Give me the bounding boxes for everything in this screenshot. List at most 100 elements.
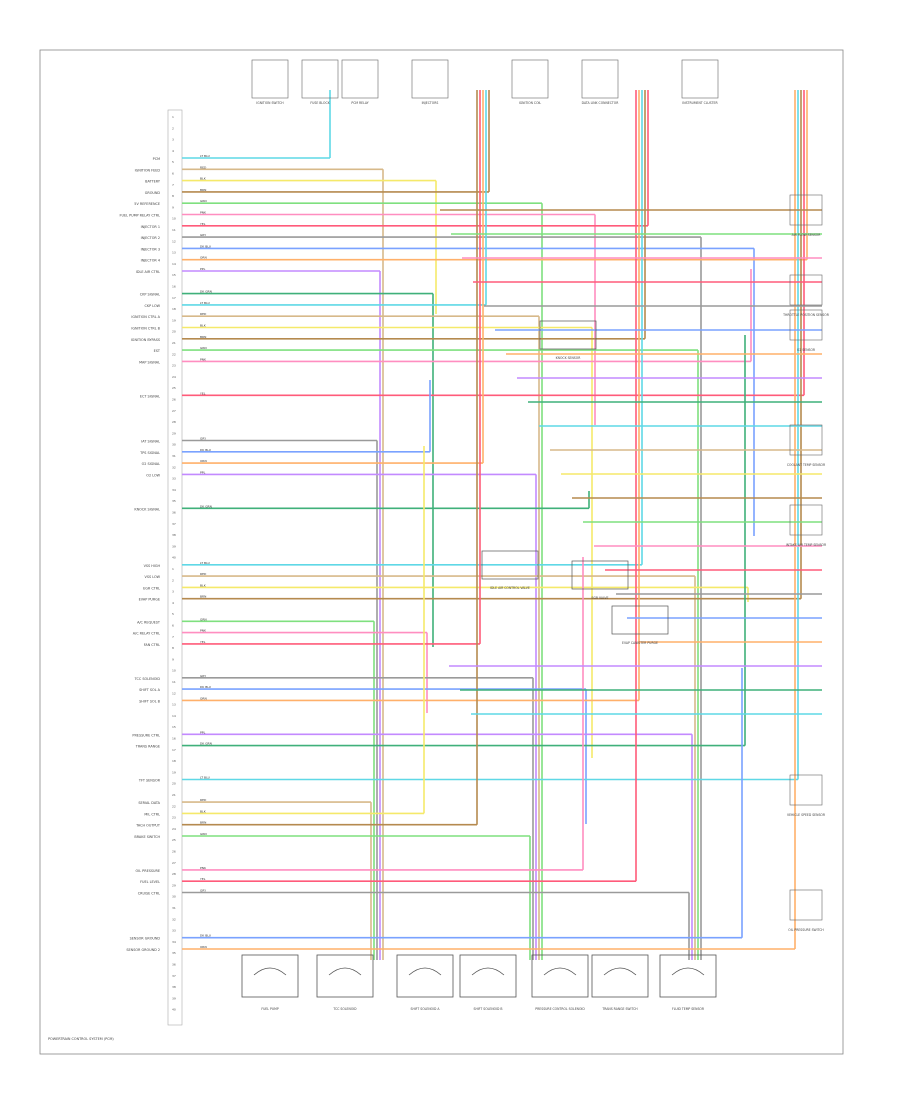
pin-number: 37 [172,974,176,978]
bottom-component-box [659,954,717,998]
pin-number: 6 [172,172,174,176]
pin-number: 17 [172,748,176,752]
top-component-box [581,59,619,99]
top-component-label: INJECTORS [422,101,439,105]
wire-color-code: PNK [200,211,207,215]
wire-color-code: PPL [200,470,206,474]
bottom-component-label: SHIFT SOLENOID B [473,1007,502,1011]
wire-color-code: ORN [200,945,207,949]
pin-number: 11 [172,680,176,684]
pin-number: 34 [172,488,176,492]
signal-label: SHIFT SOL A [139,688,161,692]
wire-color-code: ORN [200,696,207,700]
signal-label: GROUND [145,191,161,195]
pin-number: 15 [172,273,176,277]
pin-number: 10 [172,217,176,221]
pin-number: 18 [172,307,176,311]
mid-component-label: IDLE AIR CONTROL VALVE [490,586,530,590]
pin-number: 36 [172,511,176,515]
signal-label: 5V REFERENCE [134,202,160,206]
pin-number: 23 [172,816,176,820]
wire-color-code: DK GRN [200,504,212,508]
wire-color-code: BLK [200,583,207,587]
signal-label: PRESSURE CTRL [132,733,160,737]
wire-color-code: GRY [200,437,206,441]
pin-number: 22 [172,804,176,808]
wire-color-code: DK GRN [200,742,212,746]
pin-number: 39 [172,544,176,548]
wire-color-code: RED [200,798,207,802]
pin-number: 38 [172,533,176,537]
top-component-box [251,59,289,99]
signal-label: INJECTOR 3 [141,247,160,251]
diagram-border [39,49,844,1055]
wire-color-code: LT BLU [200,154,210,158]
pin-number: 31 [172,906,176,910]
signal-label: IGNITION FEED [135,168,161,172]
wire-color-code: BRN [200,335,206,339]
signal-label: IDLE AIR CTRL [136,270,160,274]
signal-label: O2 LOW [146,473,160,477]
pcm-connector-column [167,109,183,1026]
pin-number: 27 [172,861,176,865]
bottom-component-box [241,954,299,998]
top-component-box [301,59,339,99]
pin-number: 40 [172,1008,176,1012]
pin-number: 25 [172,386,176,390]
top-component-label: IGNITION SWITCH [256,101,284,105]
wire-color-code: PNK [200,357,207,361]
wire-color-code: YEL [200,222,206,226]
wire-color-code: GRN [200,346,207,350]
signal-label: PCM [153,157,160,161]
pin-number: 8 [172,646,174,650]
signal-label: IGNITION CTRL A [131,315,160,319]
pin-number: 26 [172,398,176,402]
top-component-label: IGNITION COIL [519,101,542,105]
wire-color-code: RED [200,572,207,576]
top-component-label: FUSE BLOCK [310,101,330,105]
pin-number: 38 [172,985,176,989]
signal-label: TCC SOLENOID [134,677,161,681]
mid-component-box [481,550,539,580]
signal-label: EGR CTRL [143,586,160,590]
wire-color-code: PPL [200,730,206,734]
right-component-box [789,274,823,306]
pin-number: 4 [172,149,174,153]
pin-number: 4 [172,601,174,605]
pin-number: 34 [172,940,176,944]
wire-color-code: GRY [200,889,206,893]
pin-number: 7 [172,183,174,187]
pin-number: 2 [172,126,174,130]
pin-number: 28 [172,420,176,424]
right-component-box [789,424,823,456]
signal-label: SENSOR GROUND 2 [126,948,160,952]
pin-number: 5 [172,612,174,616]
signal-label: FAN CTRL [144,643,160,647]
pin-number: 39 [172,996,176,1000]
pin-number: 15 [172,725,176,729]
bottom-component-label: TRANS RANGE SWITCH [601,1007,638,1011]
signal-label: SERIAL DATA [138,801,160,805]
right-component-box [789,889,823,921]
signal-label: CKP SIGNAL [140,293,160,297]
right-component-label: THROTTLE POSITION SENSOR [782,313,830,317]
signal-label: A/C REQUEST [137,620,161,624]
right-component-label: AIR FLOW SENSOR [792,233,822,237]
pin-number: 32 [172,917,176,921]
signal-label: TACH OUTPUT [135,824,161,828]
signal-label: CRUISE CTRL [138,892,160,896]
top-component-box [511,59,549,99]
signal-label: SHIFT SOL B [139,699,161,703]
pin-number: 19 [172,318,176,322]
bottom-component-label: FUEL PUMP [261,1007,279,1011]
bottom-component-label: SHIFT SOLENOID A [410,1007,440,1011]
pin-number: 24 [172,827,176,831]
bottom-component-label: TCC SOLENOID [332,1007,357,1011]
right-component-label: COOLANT TEMP SENSOR [787,463,826,467]
pin-number: 19 [172,770,176,774]
pin-number: 35 [172,499,176,503]
wire-color-code: PPL [200,267,206,271]
signal-label: FUEL LEVEL [140,880,160,884]
signal-label: VSS HIGH [144,564,161,568]
